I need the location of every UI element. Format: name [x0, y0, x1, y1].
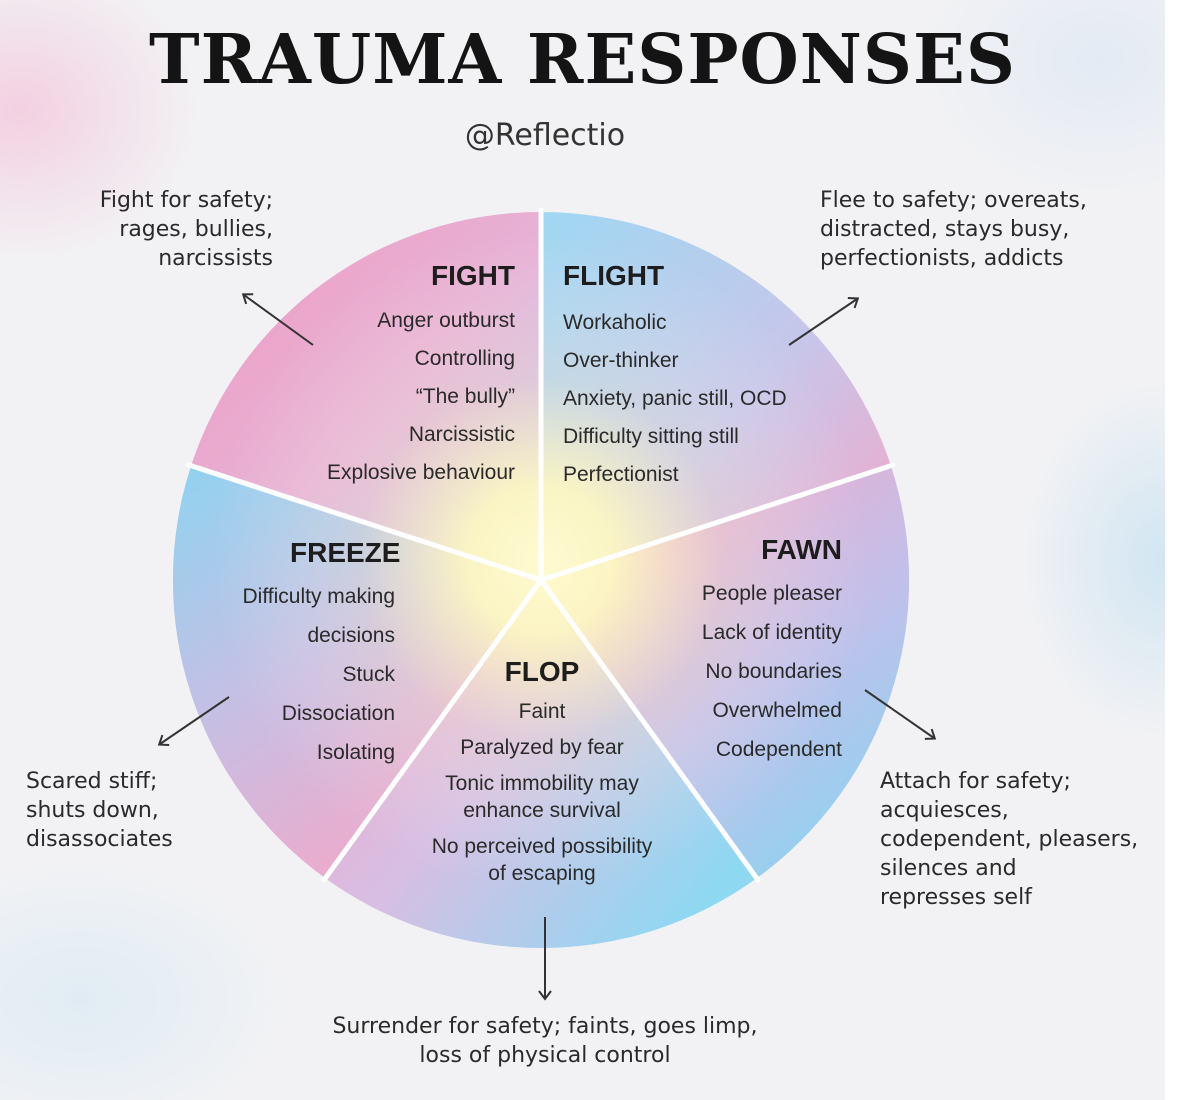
- note-line: shuts down,: [26, 798, 159, 823]
- note-line: distracted, stays busy,: [820, 217, 1070, 242]
- freeze-heading: FREEZE: [290, 537, 401, 568]
- freeze-section: FREEZE Difficulty making decisions Stuck…: [190, 537, 401, 772]
- flop-heading: FLOP: [504, 656, 580, 687]
- fight-arrow: [241, 293, 314, 346]
- fawn-item: Lack of identity: [701, 621, 842, 644]
- sector-dividers: [186, 207, 896, 883]
- flop-item: Tonic immobility may enhance survival: [445, 772, 639, 822]
- freeze-arrow: [157, 696, 230, 747]
- freeze-item: decisions: [307, 624, 395, 647]
- note-line: rages, bullies,: [119, 217, 273, 242]
- fight-heading: FIGHT: [431, 260, 515, 291]
- note-line: Scared stiff;: [26, 769, 158, 794]
- fawn-section: FAWN People pleaser Lack of identity No …: [650, 534, 842, 769]
- flop-item: No perceived possibility of escaping: [431, 835, 653, 885]
- freeze-item: Difficulty making: [242, 585, 396, 608]
- fight-section: FIGHT Anger outburst Controlling “The bu…: [260, 260, 515, 492]
- fawn-item: Codependent: [715, 738, 842, 761]
- note-line: perfectionists, addicts: [820, 246, 1064, 271]
- flop-section: FLOP Faint Paralyzed by fear Tonic immob…: [400, 656, 684, 896]
- fight-item: Anger outburst: [377, 309, 515, 332]
- flight-heading: FLIGHT: [563, 260, 665, 291]
- freeze-note: Scared stiff; shuts down, disassociates: [26, 767, 266, 854]
- flight-arrow: [788, 296, 860, 346]
- flop-item: Faint: [518, 700, 566, 723]
- flight-item: Perfectionist: [563, 463, 679, 486]
- flop-item: Paralyzed by fear: [460, 736, 624, 759]
- fawn-arrow: [864, 689, 937, 740]
- freeze-item: Isolating: [316, 741, 395, 764]
- note-line: codependent, pleasers,: [880, 827, 1139, 852]
- note-line: Fight for safety;: [99, 188, 273, 213]
- flop-note: Surrender for safety; faints, goes limp,…: [290, 1012, 800, 1070]
- note-line: loss of physical control: [419, 1043, 671, 1068]
- flight-item: Anxiety, panic still, OCD: [563, 387, 787, 410]
- note-line: silences and: [880, 856, 1017, 881]
- flight-section: FLIGHT Workaholic Over-thinker Anxiety, …: [563, 260, 863, 494]
- fight-item: Explosive behaviour: [327, 461, 515, 484]
- fawn-heading: FAWN: [761, 534, 842, 565]
- note-line: Attach for safety;: [880, 769, 1071, 794]
- note-line: narcissists: [158, 246, 273, 271]
- fight-item: Narcissistic: [408, 423, 515, 446]
- fight-item: “The bully”: [415, 385, 515, 408]
- flight-item: Over-thinker: [563, 349, 679, 372]
- image-border: [1165, 0, 1179, 1100]
- fawn-item: No boundaries: [705, 660, 842, 683]
- fawn-item: Overwhelmed: [712, 699, 842, 722]
- fight-note: Fight for safety; rages, bullies, narcis…: [0, 186, 273, 273]
- fawn-note: Attach for safety; acquiesces, codepende…: [880, 767, 1170, 912]
- connector-arrows: [157, 293, 937, 1001]
- note-line: Surrender for safety; faints, goes limp,: [332, 1014, 758, 1039]
- fight-item: Controlling: [414, 347, 515, 370]
- flight-item: Workaholic: [563, 311, 667, 334]
- freeze-item: Stuck: [342, 663, 395, 686]
- author-handle: @Reflectio: [464, 118, 626, 153]
- page-title: TRAUMA RESPONSES: [149, 20, 1016, 100]
- fawn-item: People pleaser: [701, 582, 842, 605]
- note-line: acquiesces,: [880, 798, 1009, 823]
- flight-item: Difficulty sitting still: [563, 425, 739, 448]
- note-line: represses self: [880, 885, 1032, 910]
- note-line: disassociates: [26, 827, 173, 852]
- freeze-item: Dissociation: [281, 702, 395, 725]
- note-line: Flee to safety; overeats,: [820, 188, 1087, 213]
- flight-note: Flee to safety; overeats, distracted, st…: [820, 186, 1160, 273]
